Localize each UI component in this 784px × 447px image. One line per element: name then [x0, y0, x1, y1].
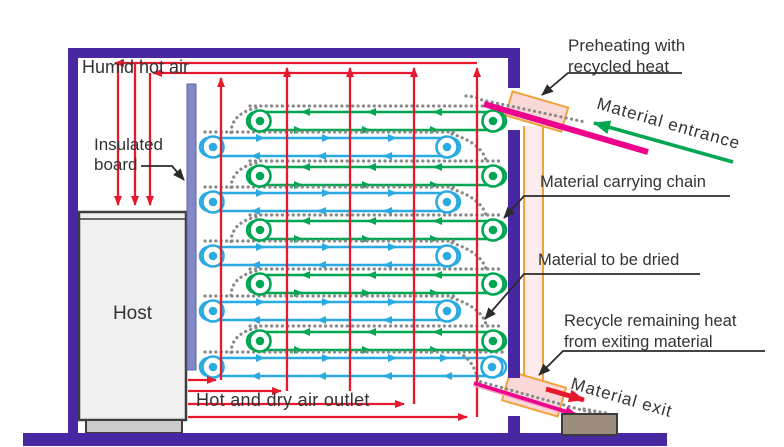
insulated-board: [186, 83, 197, 371]
label-leader-lines: [141, 72, 765, 376]
label-preheating-line1: Preheating with: [568, 36, 686, 55]
label-material-carrying-chain: Material carrying chain: [540, 173, 706, 191]
host-unit: [77, 210, 188, 434]
label-humid-hot-air: Humid hot air: [82, 57, 190, 77]
material-exit-chute: [473, 381, 618, 436]
label-insulated-board: Insulated board: [94, 135, 163, 175]
pulleys: [201, 109, 505, 379]
blue-belt-row: [198, 300, 462, 322]
label-host: Host: [112, 303, 153, 324]
material-entrance-chute: [483, 101, 734, 164]
collection-bin: [561, 413, 618, 436]
blue-belt-row: [198, 356, 508, 378]
chamber-walls: [23, 48, 667, 446]
label-recycle-line1: Recycle remaining heat: [564, 312, 737, 330]
label-preheating: Preheating with recycled heat: [568, 35, 685, 77]
label-recycle-heat: Recycle remaining heat from exiting mate…: [564, 311, 736, 353]
blue-belt-row: [198, 245, 462, 267]
blue-belt-row: [198, 136, 462, 158]
label-material-to-be-dried: Material to be dried: [538, 251, 680, 269]
blue-belt-row: [198, 191, 462, 213]
label-insulated-line2: board: [94, 155, 138, 174]
label-recycle-line2: from exiting material: [564, 333, 713, 351]
label-preheating-line2: recycled heat: [568, 57, 670, 76]
label-insulated-line1: Insulated: [94, 135, 163, 154]
conveyor-belts: [198, 108, 508, 380]
hot-air-flow: [114, 59, 585, 421]
label-hot-dry-air-outlet: Hot and dry air outlet: [196, 390, 370, 410]
floor: [23, 433, 667, 446]
